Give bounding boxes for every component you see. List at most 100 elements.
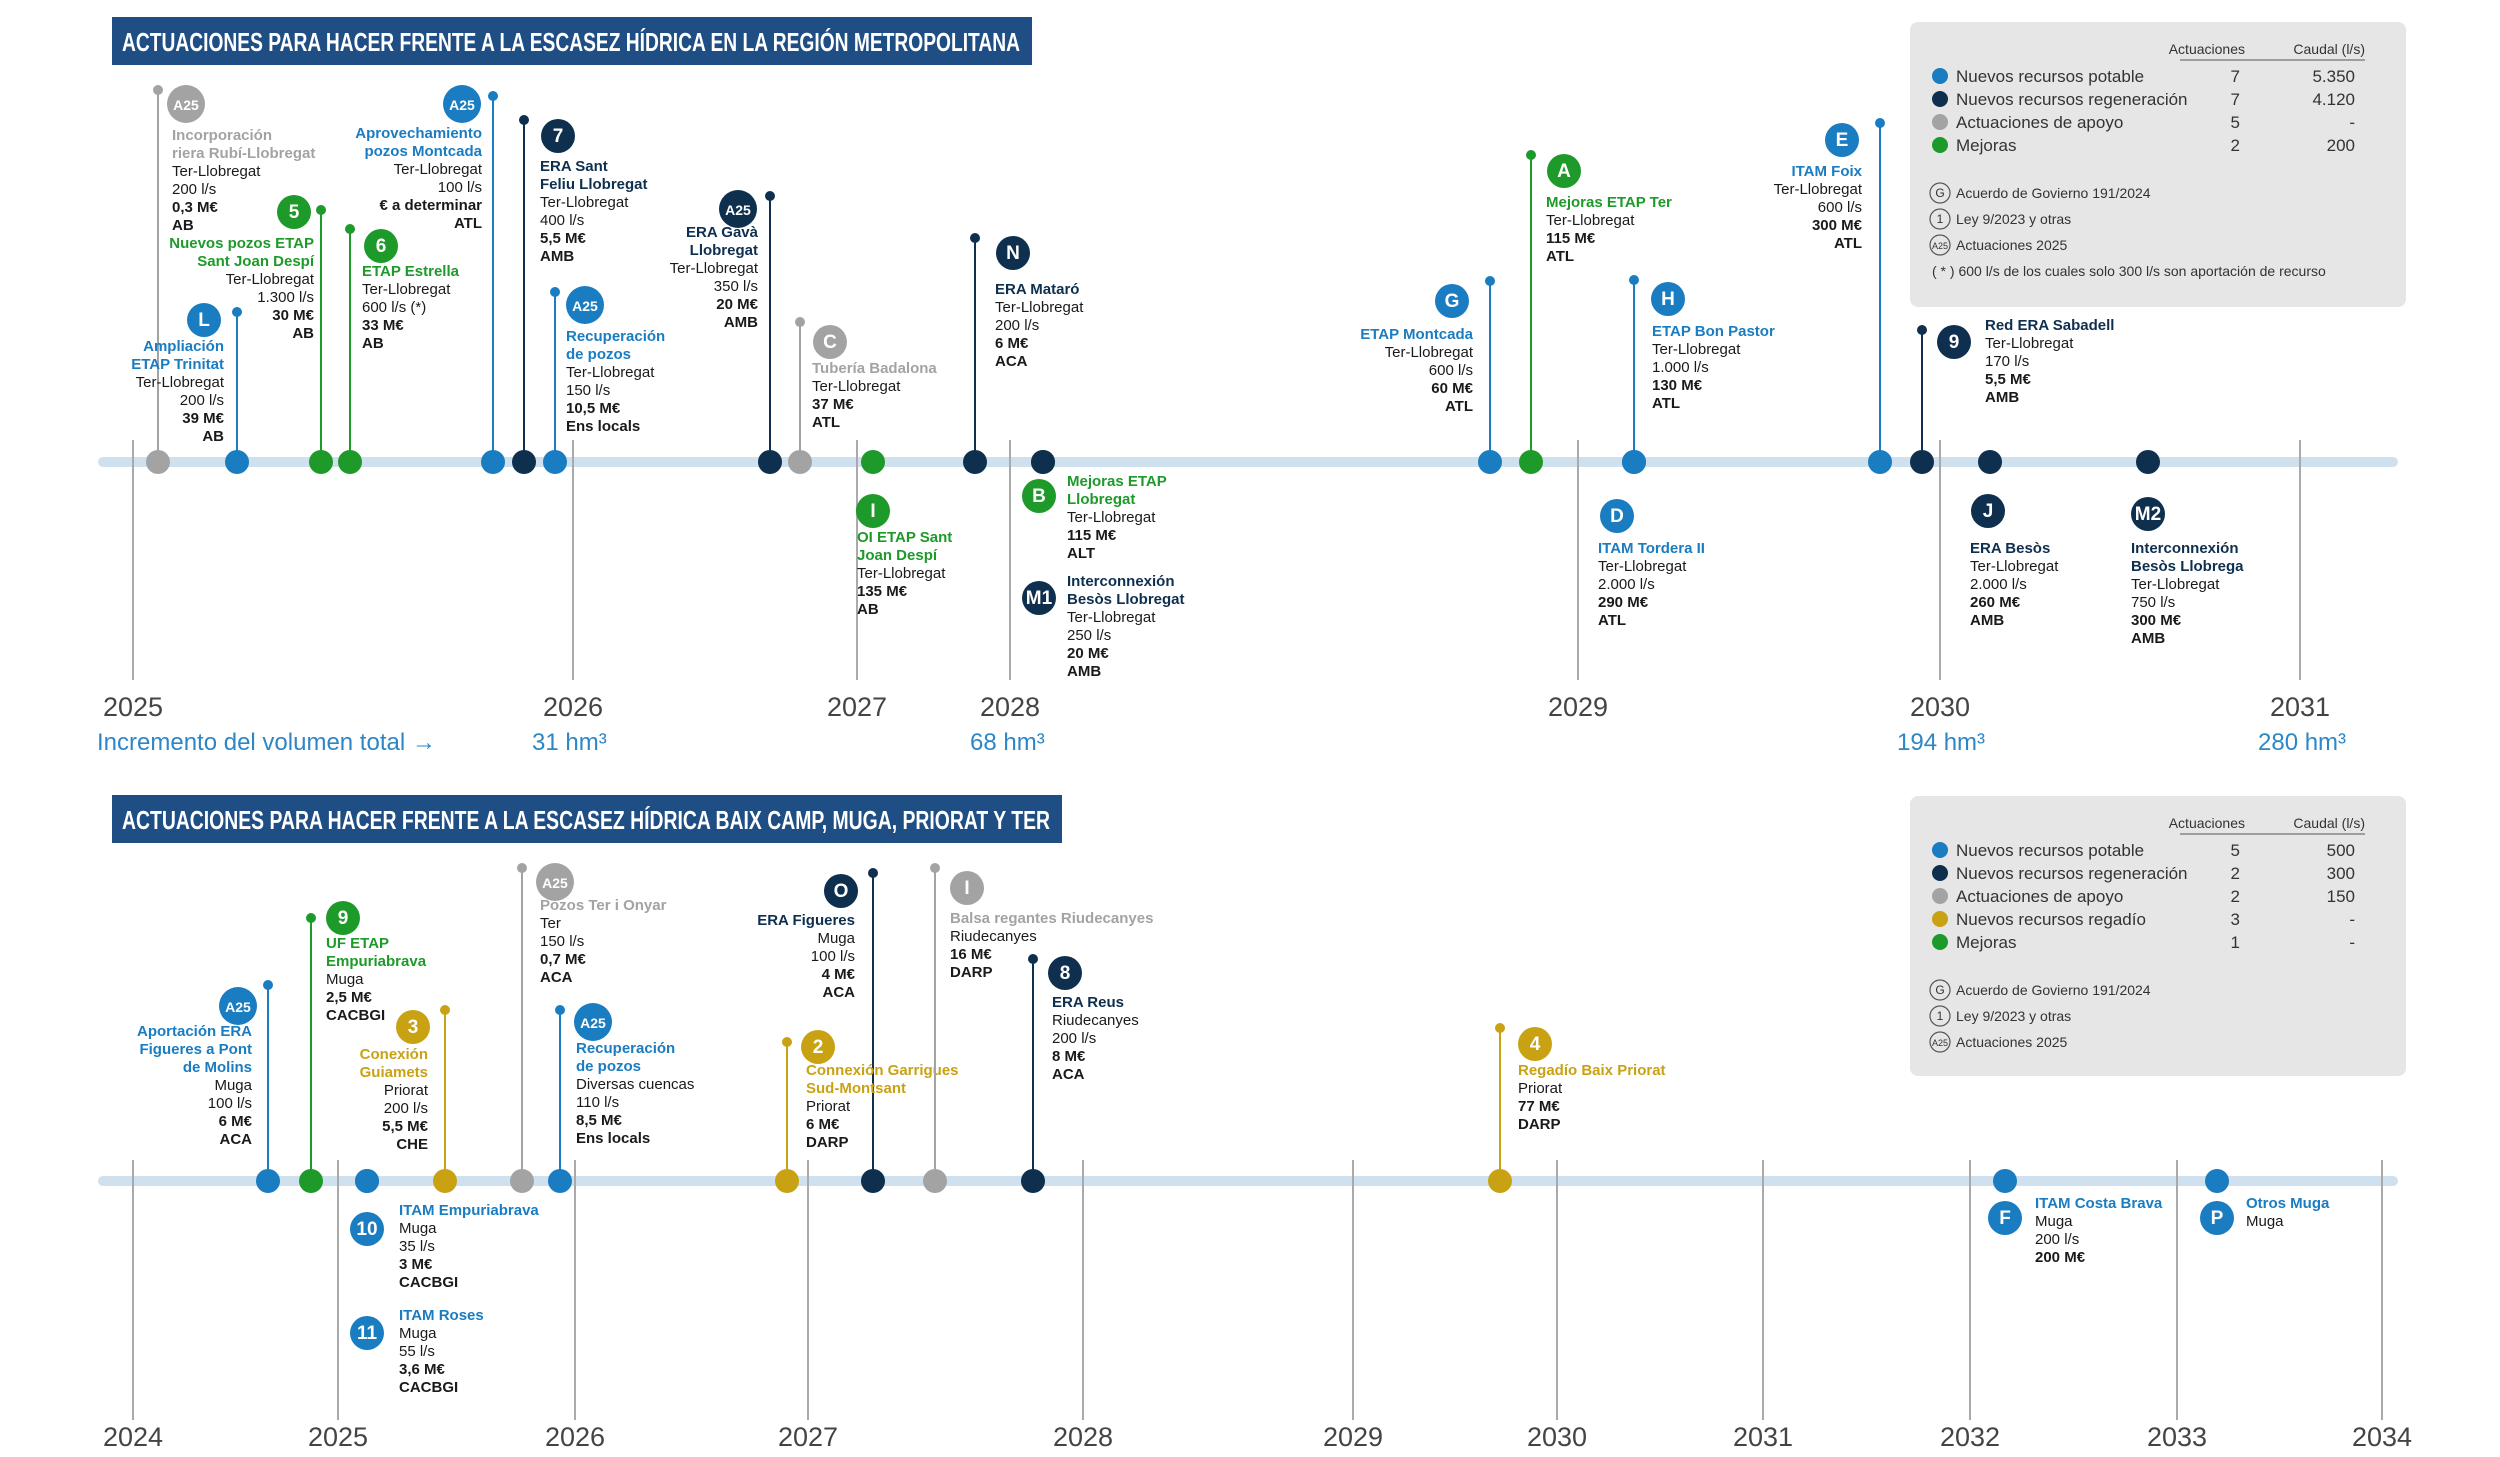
milestone-name: de Molins [183, 1059, 252, 1076]
milestone-stem-tip [550, 287, 560, 297]
milestone-detail: Ter-Llobregat [1774, 181, 1863, 198]
milestone-badge [1988, 1201, 2022, 1235]
milestone-name: Aportación ERA [137, 1023, 252, 1040]
milestone-name: Regadío Baix Priorat [1518, 1062, 1666, 1079]
legend-swatch [1932, 842, 1948, 858]
legend-label: Actuaciones de apoyo [1956, 887, 2123, 906]
milestone-badge-label: A25 [173, 97, 199, 113]
milestone-detail: 3,6 M€ [399, 1361, 446, 1378]
milestone-name: pozos Montcada [364, 143, 482, 160]
legend-swatch [1932, 888, 1948, 904]
legend-label: Nuevos recursos regeneración [1956, 864, 2188, 883]
milestone-detail: 200 M€ [2035, 1249, 2086, 1266]
milestone-name: Interconnexión [2131, 540, 2239, 557]
milestone-detail: 1.300 l/s [257, 289, 314, 306]
milestone-detail: 6 M€ [219, 1113, 253, 1130]
milestone-detail: Ter-Llobregat [1385, 344, 1474, 361]
legend-count: 7 [2231, 90, 2240, 109]
milestone-badge [813, 325, 847, 359]
milestone-stem-tip [306, 913, 316, 923]
milestone-stem-tip [1495, 1023, 1505, 1033]
legend-col-actuaciones: Actuaciones [2169, 815, 2245, 831]
bottom-year-label: 2031 [1733, 1422, 1793, 1452]
milestone-badge-label: J [1983, 501, 1994, 522]
milestone-detail: Ter-Llobregat [857, 565, 946, 582]
milestone-dot [861, 450, 885, 474]
milestone-detail: 20 M€ [716, 296, 758, 313]
legend-col-caudal: Caudal (l/s) [2293, 815, 2365, 831]
bottom-year-label: 2028 [1053, 1422, 1113, 1452]
legend-note-symbol-text: G [1935, 186, 1944, 200]
legend-note: Actuaciones 2025 [1956, 1034, 2068, 1050]
milestone-badge-label: 8 [1060, 963, 1071, 984]
milestone-detail: Ter-Llobregat [1598, 558, 1687, 575]
milestone-badge [950, 871, 984, 905]
milestone-detail: Ter-Llobregat [226, 271, 315, 288]
milestone-dot [481, 450, 505, 474]
milestone-name: Figueres a Pont [139, 1041, 252, 1058]
legend-label: Mejoras [1956, 136, 2016, 155]
legend-flow: 5.350 [2312, 67, 2355, 86]
legend-col-caudal: Caudal (l/s) [2293, 41, 2365, 57]
milestone-badge-label: 5 [289, 202, 300, 223]
milestone-detail: ACA [1052, 1066, 1085, 1083]
legend-count: 3 [2231, 910, 2240, 929]
milestone-detail: 135 M€ [857, 583, 908, 600]
milestone-name: Llobregat [690, 242, 758, 259]
milestone-stem-tip [263, 980, 273, 990]
milestone-badge-label: A25 [449, 97, 475, 113]
legend-swatch [1932, 865, 1948, 881]
milestone-detail: Muga [817, 930, 855, 947]
milestone-stem-tip [765, 191, 775, 201]
milestone-detail: 600 l/s [1818, 199, 1862, 216]
milestone-badge [801, 1030, 835, 1064]
milestone-detail: CACBGI [326, 1007, 385, 1024]
legend-note-symbol-text: 1 [1937, 212, 1944, 226]
milestone-detail: Ens locals [566, 418, 640, 435]
legend-count: 2 [2231, 887, 2240, 906]
milestone-detail: 100 l/s [438, 179, 482, 196]
legend-note-symbol [1929, 979, 1951, 1001]
milestone-detail: AMB [724, 314, 758, 331]
milestone-detail: 4 M€ [822, 966, 856, 983]
milestone-dot [309, 450, 333, 474]
milestone-name: de pozos [566, 346, 631, 363]
bottom-title-bar [112, 795, 1062, 843]
milestone-dot [2136, 450, 2160, 474]
milestone-detail: 5,5 M€ [382, 1118, 429, 1135]
milestone-dot [433, 1169, 457, 1193]
milestone-name: Sant Joan Despí [197, 253, 315, 270]
legend-col-actuaciones: Actuaciones [2169, 41, 2245, 57]
milestone-dot [1031, 450, 1055, 474]
milestone-stem-tip [1875, 118, 1885, 128]
milestone-badge [350, 1316, 384, 1350]
legend-label: Nuevos recursos potable [1956, 841, 2144, 860]
legend-note-symbol [1929, 234, 1951, 256]
milestone-detail: 2.000 l/s [1598, 576, 1655, 593]
legend-note-symbol-text: A25 [1932, 241, 1948, 251]
milestone-detail: 3 M€ [399, 1256, 433, 1273]
legend-label: Nuevos recursos regadío [1956, 910, 2146, 929]
milestone-detail: Ter-Llobregat [2131, 576, 2220, 593]
legend-note-symbol-text: G [1935, 983, 1944, 997]
top-year-label: 2031 [2270, 692, 2330, 722]
milestone-stem-tip [153, 85, 163, 95]
milestone-name: Besòs Llobregat [1067, 591, 1185, 608]
bottom-year-label: 2032 [1940, 1422, 2000, 1452]
milestone-badge [2131, 497, 2165, 531]
top-axis [98, 457, 2398, 467]
milestone-badge [350, 1212, 384, 1246]
legend-swatch [1932, 934, 1948, 950]
legend-note: Actuaciones 2025 [1956, 237, 2068, 253]
milestone-dot [225, 450, 249, 474]
milestone-detail: 2,5 M€ [326, 989, 373, 1006]
milestone-detail: 30 M€ [272, 307, 314, 324]
legend-flow: 4.120 [2312, 90, 2355, 109]
milestone-name: Connexión Garrigues [806, 1062, 959, 1079]
